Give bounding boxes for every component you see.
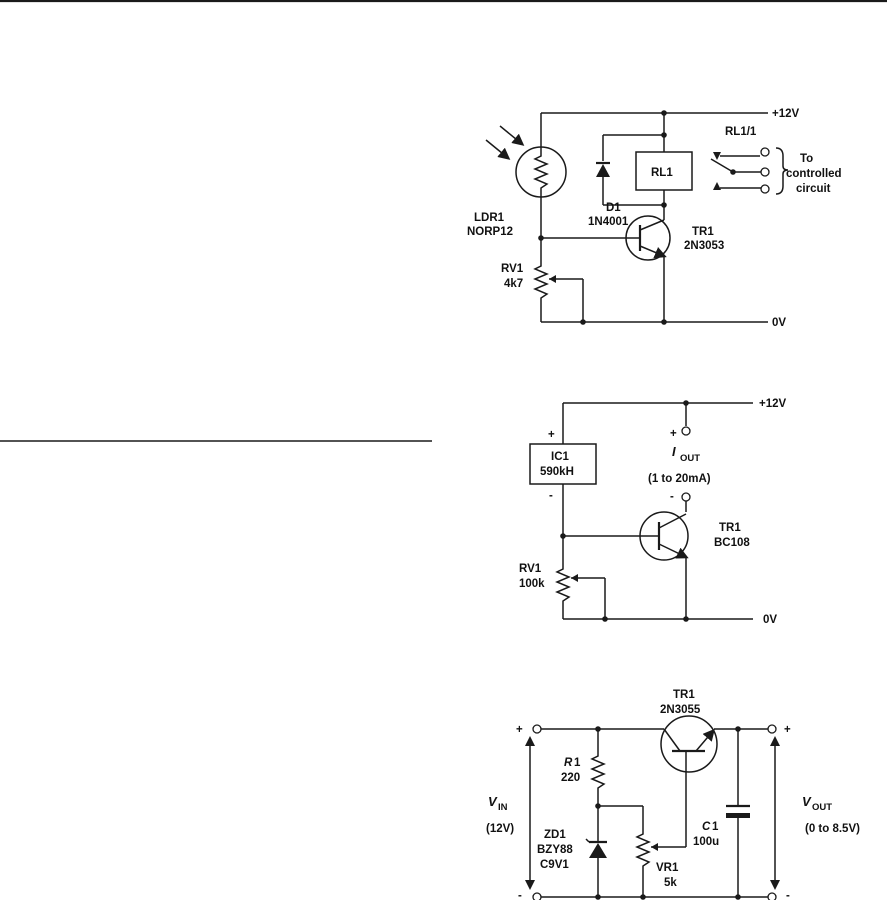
light-arrow-icon [499,125,525,146]
ic1-minus-label: - [549,490,553,502]
c1-output-label-1: To [800,153,813,165]
iout-symbol: I [672,444,676,459]
vout-minus-label: - [786,890,790,900]
c1-ground-label: 0V [772,317,786,329]
rl1-ref-label: RL1 [651,167,673,179]
c1-output-label-2: controlled [786,168,842,180]
iout-minus-terminal [681,492,691,502]
rl1-contact-ref-label: RL1/1 [725,126,757,138]
vout-symbol: V [802,794,812,809]
rv1-value-label: 100k [519,578,545,590]
vin-subscript: IN [498,802,508,813]
tr1-transistor-symbol [625,215,671,261]
ldr-ref-label: LDR1 [474,212,505,224]
iout-plus-terminal [681,426,691,436]
r1-value-label: 220 [561,772,580,784]
ic1-value-label: 590kH [540,466,574,478]
vin-minus-label: - [518,890,522,900]
circuit-2-current-source: +12V 0V IC1 590kH + - RV1 100k + I OUT (… [519,398,787,626]
c1-value-label: 100u [693,836,719,848]
ldr-resistor-icon [533,150,549,194]
vout-value-label: (0 to 8.5V) [805,823,860,835]
tr1-value-label: 2N3055 [660,704,701,716]
vout-minus-terminal [767,892,777,902]
r1-resistor-icon [590,750,606,806]
d1-ref-label: D1 [606,202,621,214]
ic1-ref-label: IC1 [551,451,570,463]
c1-supply-label: +12V [772,108,800,120]
rv1-ref-label: RV1 [519,563,542,575]
vin-symbol: V [488,794,498,809]
tr1-transistor-symbol [639,511,689,561]
circuit-3-voltage-regulator: + - + - V IN (12V) V OUT (0 to 8.5V) R 1… [486,689,860,902]
r1-ref-letter: R [564,757,573,769]
ic1-regulator-box [529,443,597,485]
rv1-value-label: 4k7 [504,278,523,290]
vin-minus-terminal [532,892,542,902]
output-brace [775,147,789,195]
vout-subscript: OUT [812,802,832,813]
rl1-switch-blade [710,158,734,173]
c2-supply-label: +12V [759,398,787,410]
ldr-value-label: NORP12 [467,226,513,238]
vout-plus-terminal [767,724,777,734]
vr1-potentiometer-icon [635,828,651,897]
ic1-plus-label: + [548,429,555,441]
c1-ref-number: 1 [712,821,719,833]
iout-minus-label: - [670,491,674,503]
d1-diode-icon [596,164,610,177]
zd1-zener-icon [589,843,607,858]
tr1-ref-label: TR1 [673,689,695,701]
zd1-value-label-1: BZY88 [537,844,573,856]
tr1-transistor-symbol [660,715,718,773]
rv1-resistor-icon [533,260,549,322]
light-arrow-icon [485,139,511,160]
tr1-value-label: 2N3053 [684,240,724,252]
c1-capacitor-icon [726,813,750,818]
c2-ground-label: 0V [763,614,777,626]
tr1-ref-label: TR1 [692,226,714,238]
rv1-resistor-icon [555,563,571,619]
c1-ref-letter: C [702,821,711,833]
c1-output-label-3: circuit [796,183,831,195]
iout-subscript: OUT [680,453,700,464]
zd1-value-label-2: C9V1 [540,859,569,871]
iout-range-label: (1 to 20mA) [648,473,711,485]
vin-value-label: (12V) [486,823,514,835]
rv1-ref-label: RV1 [501,263,524,275]
vin-plus-terminal [532,724,542,734]
vout-plus-label: + [784,724,791,736]
tr1-ref-label: TR1 [719,522,741,534]
d1-value-label: 1N4001 [588,216,629,228]
vr1-ref-label: VR1 [656,862,679,874]
vin-plus-label: + [516,724,523,736]
iout-plus-label: + [670,428,677,440]
zd1-ref-label: ZD1 [544,829,566,841]
r1-ref-number: 1 [574,757,581,769]
tr1-value-label: BC108 [714,537,750,549]
vr1-value-label: 5k [664,877,677,889]
circuit-1-light-switch: +12V 0V LDR1 NORP12 RV1 4k7 [467,108,842,329]
